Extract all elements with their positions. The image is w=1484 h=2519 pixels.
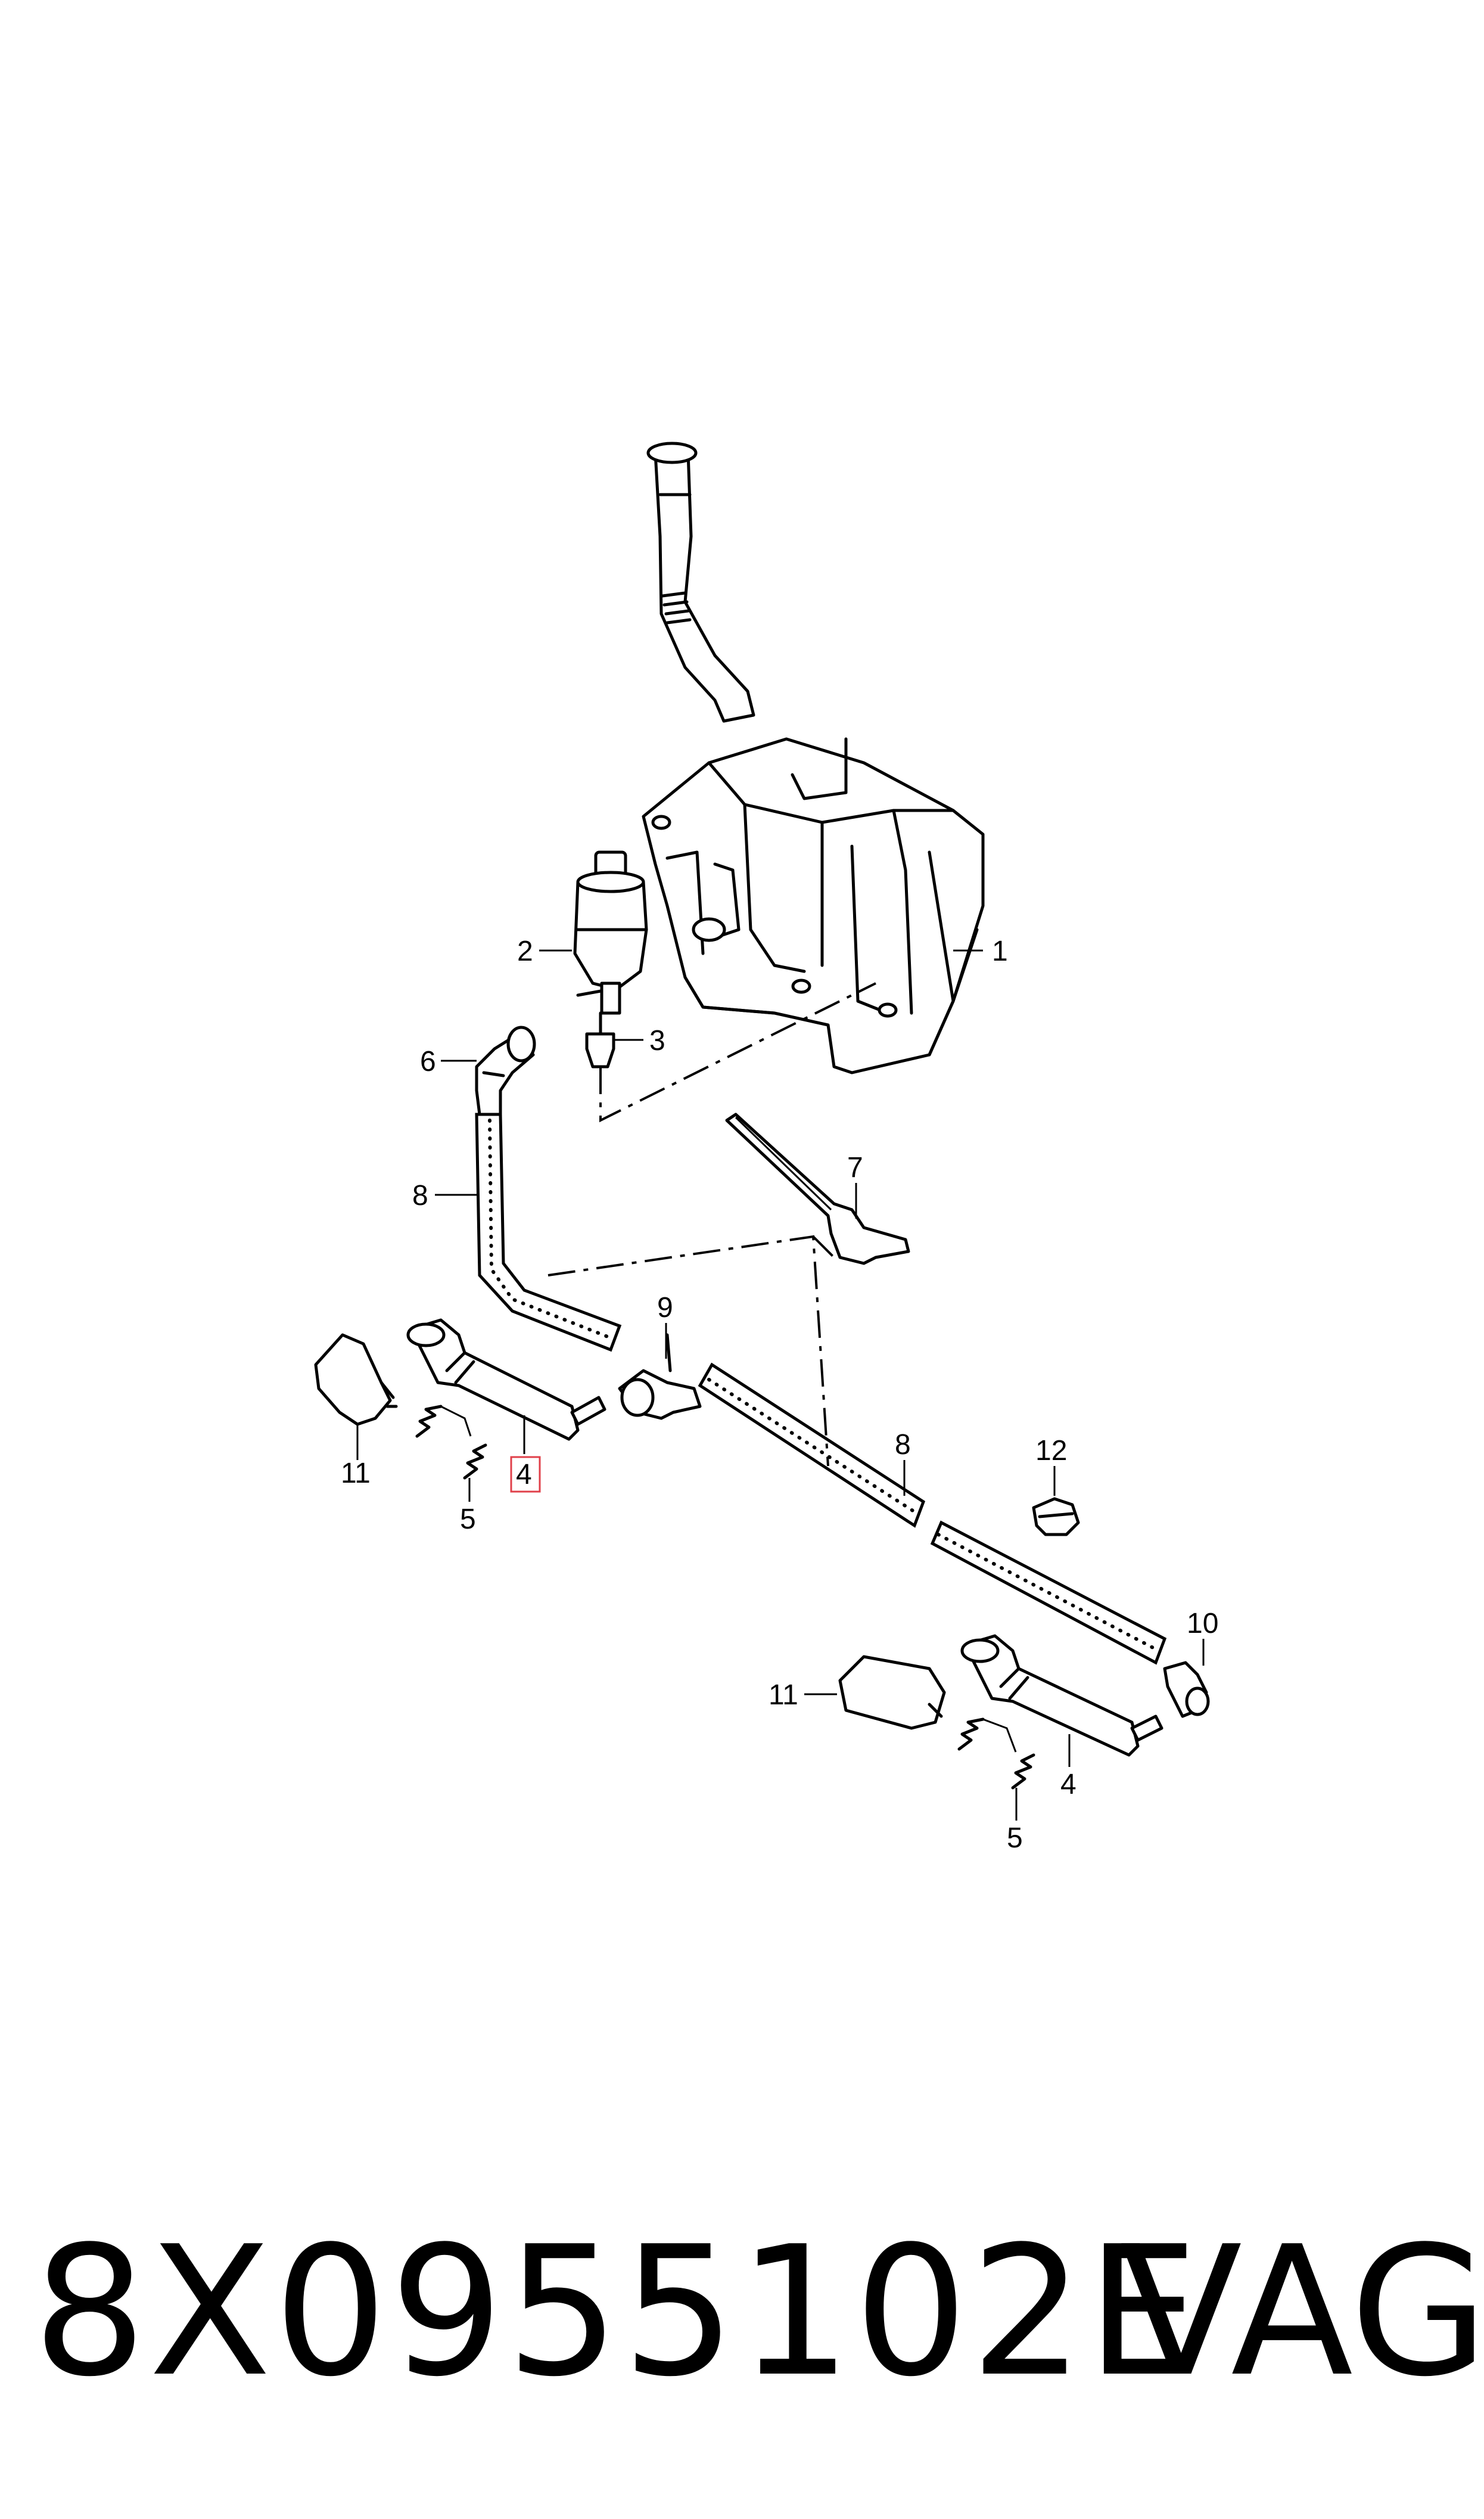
cover-cap-right (838, 1655, 946, 1730)
washer-hose-left (475, 1113, 622, 1352)
elbow-connector-right (1163, 1661, 1210, 1718)
callout-4-highlight-box (510, 1456, 541, 1493)
washer-hose-middle (698, 1362, 926, 1528)
callout-10: 10 (1187, 1608, 1218, 1639)
callout-2: 2 (517, 936, 533, 967)
washer-hose-right (930, 1520, 1167, 1665)
t-piece (618, 1333, 702, 1420)
callout-3: 3 (649, 1025, 665, 1057)
washer-reservoir (642, 442, 985, 1074)
washer-pump (573, 850, 648, 1015)
brand-label: VAG (1120, 2208, 1484, 2416)
callout-4-right: 4 (1060, 1769, 1077, 1800)
callout-5-right: 5 (1007, 1822, 1023, 1854)
grommet (585, 1011, 615, 1069)
callout-5-left: 5 (460, 1504, 476, 1535)
callout-11-right: 11 (769, 1679, 798, 1711)
leader-lines (356, 949, 1205, 1821)
elbow-connector (475, 1026, 536, 1116)
callout-8-lower: 8 (895, 1429, 911, 1461)
callout-1: 1 (992, 936, 1008, 967)
callout-11-left: 11 (341, 1458, 371, 1489)
association-lines (547, 982, 876, 1467)
callout-8-upper: 8 (412, 1180, 428, 1212)
cable-tie (725, 1113, 910, 1265)
callout-7: 7 (847, 1152, 863, 1184)
cover-cap-left (314, 1333, 398, 1426)
spring-right (957, 1717, 1035, 1790)
callout-12: 12 (1035, 1435, 1067, 1467)
callout-6: 6 (420, 1046, 436, 1077)
callout-9: 9 (657, 1292, 673, 1324)
washer-cylinder-left (406, 1318, 606, 1441)
hose-clip (1032, 1497, 1080, 1536)
washer-cylinder-right (960, 1634, 1163, 1757)
callout-4-left: 4 (516, 1459, 532, 1490)
spring-left (415, 1405, 487, 1480)
part-number: 8X0955102E (33, 2208, 1202, 2416)
callout-labels: 1 2 3 6 7 8 9 11 4 5 8 12 10 11 4 5 (341, 936, 1218, 1854)
